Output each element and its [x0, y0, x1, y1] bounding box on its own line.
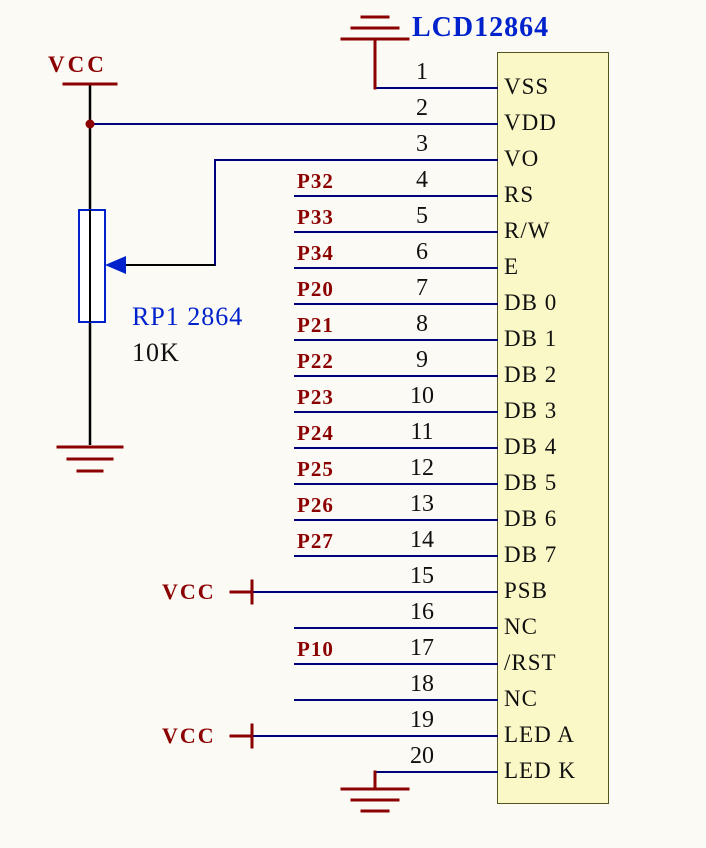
potentiometer-ref-label: RP1 2864	[132, 302, 244, 331]
pin-number: 16	[410, 599, 434, 625]
vcc-tap-pin15	[229, 579, 254, 605]
potentiometer-wiper-arrow	[105, 256, 126, 274]
signal-wires	[89, 87, 498, 773]
pin-name: DB 0	[504, 290, 558, 315]
vcc-pin-label: VCC	[162, 579, 216, 604]
pin-name: DB 7	[504, 542, 558, 567]
pin-name: DB 4	[504, 434, 558, 459]
pin-port-label: P25	[297, 457, 334, 481]
pin-port-label: P24	[297, 421, 334, 445]
pin-number: 18	[410, 671, 434, 697]
pin-number: 20	[410, 743, 434, 769]
pin-port-label: P27	[297, 529, 334, 553]
pin-name: NC	[504, 614, 538, 639]
pin-number: 17	[410, 635, 434, 661]
lcd-module-box	[497, 52, 609, 804]
pin-number: 6	[416, 239, 428, 265]
vcc-pin-label: VCC	[162, 723, 216, 748]
pin-name: R/W	[504, 218, 551, 243]
pin-number: 12	[410, 455, 434, 481]
pin-name: E	[504, 254, 520, 279]
pin-name: DB 3	[504, 398, 558, 423]
pin-port-label: P26	[297, 493, 334, 517]
lcd-title: LCD12864	[412, 12, 550, 43]
potentiometer-value-label: 10K	[132, 338, 180, 367]
pin-number: 19	[410, 707, 434, 733]
pin-port-label: P20	[297, 277, 334, 301]
pin-number: 4	[416, 167, 428, 193]
pin-port-label: P34	[297, 241, 334, 265]
pin-port-label: P22	[297, 349, 334, 373]
pin-name: VDD	[504, 110, 557, 135]
pin-number: 15	[410, 563, 434, 589]
pin-name: PSB	[504, 578, 548, 603]
pin-name: VO	[504, 146, 540, 171]
pin-name: VSS	[504, 74, 550, 99]
pin-name: LED K	[504, 758, 577, 783]
pin-port-label: P33	[297, 205, 334, 229]
pin-number: 8	[416, 311, 428, 337]
pin-name: DB 5	[504, 470, 558, 495]
pin-port-label: P10	[297, 637, 334, 661]
vcc-tap-pin19	[229, 723, 254, 749]
wire-pin-3	[214, 159, 498, 266]
pin-name: RS	[504, 182, 535, 207]
pin-name: DB 1	[504, 326, 558, 351]
pin-name: /RST	[504, 650, 557, 675]
pin-number: 7	[416, 275, 428, 301]
pin-port-label: P21	[297, 313, 334, 337]
pin-number: 11	[410, 419, 434, 445]
pin-name: DB 6	[504, 506, 558, 531]
pin-name: NC	[504, 686, 538, 711]
pin-port-label: P23	[297, 385, 334, 409]
pin-port-label: P32	[297, 169, 334, 193]
pin-name: LED A	[504, 722, 575, 747]
pin-number: 1	[416, 59, 428, 85]
vcc-label-top-left: VCC	[48, 52, 107, 77]
pin-number: 3	[416, 131, 428, 157]
pin-number: 14	[410, 527, 434, 553]
pin-number: 2	[416, 95, 428, 121]
power-ground-symbols	[56, 15, 410, 813]
pin-name: DB 2	[504, 362, 558, 387]
pin-number: 10	[410, 383, 434, 409]
junction-dot	[85, 119, 95, 129]
potentiometer-body	[78, 209, 126, 323]
pin-number: 9	[416, 347, 428, 373]
pin-number: 13	[410, 491, 434, 517]
pin-number: 5	[416, 203, 428, 229]
